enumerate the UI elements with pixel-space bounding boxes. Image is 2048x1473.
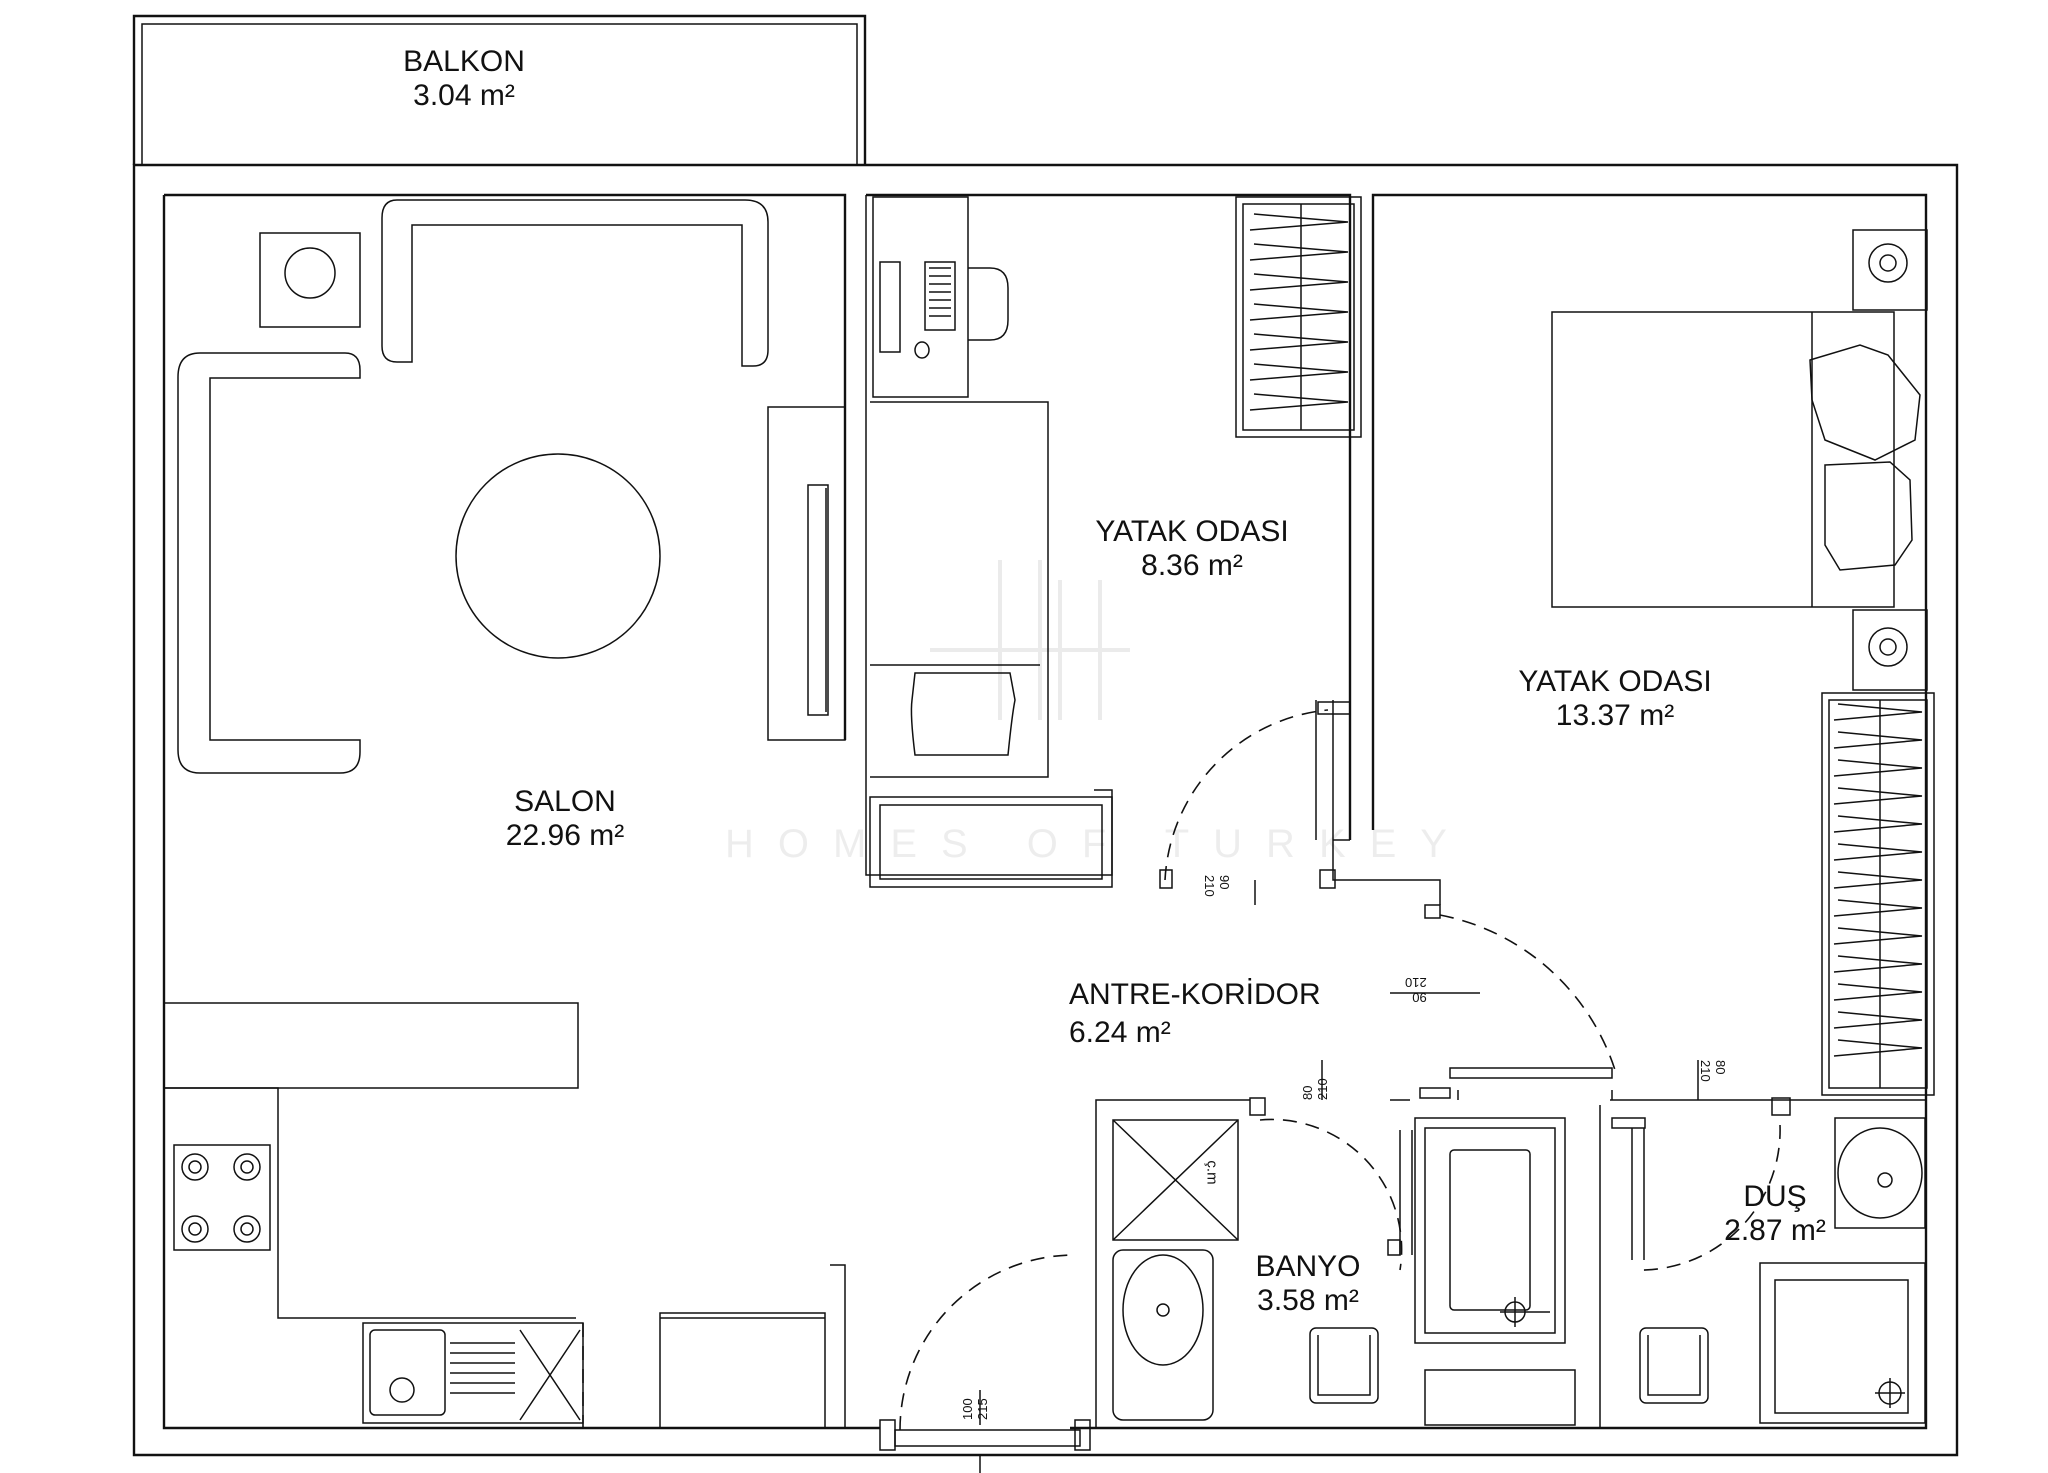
room-name: YATAK ODASI bbox=[1518, 665, 1712, 698]
hanger bbox=[1833, 787, 1923, 805]
room-name: BANYO bbox=[1255, 1250, 1361, 1283]
dimension-width: 90 bbox=[1217, 875, 1232, 890]
room-area: 3.04 m² bbox=[413, 79, 515, 112]
room-label-balkon: BALKON 3.04 m² bbox=[403, 45, 525, 113]
room-area: 6.24 m² bbox=[1069, 1016, 1171, 1049]
hanger bbox=[1833, 1011, 1923, 1029]
salon-furniture bbox=[177, 199, 846, 774]
dimension-height: 210 bbox=[1315, 1078, 1330, 1100]
room-area: 2.87 m² bbox=[1724, 1214, 1826, 1247]
room-label-banyo: BANYO 3.58 m² bbox=[1255, 1250, 1360, 1318]
hanger bbox=[1249, 303, 1349, 321]
kitchen bbox=[163, 1002, 846, 1430]
hanger bbox=[1833, 871, 1923, 889]
room-name: YATAK ODASI bbox=[1095, 515, 1289, 548]
dimension-width: 90 bbox=[1412, 990, 1427, 1005]
small-bedroom-furniture bbox=[869, 196, 1362, 888]
dimension-height: 210 bbox=[1405, 975, 1427, 990]
room-label-salon: SALON 22.96 m² bbox=[506, 785, 624, 853]
hanger bbox=[1833, 955, 1923, 973]
wardrobe-hangers bbox=[1249, 213, 1923, 1057]
room-area: 8.36 m² bbox=[1141, 549, 1243, 582]
hanger bbox=[1833, 983, 1923, 1001]
watermark-text: HOMES OF TURKEY bbox=[725, 822, 1471, 866]
bathroom-fixtures bbox=[1112, 1117, 1926, 1426]
outer-walls bbox=[132, 163, 1959, 1457]
room-name: BALKON bbox=[403, 45, 525, 78]
room-label-dus: DUŞ 2.87 m² bbox=[1724, 1180, 1826, 1248]
dimension-width: 100 bbox=[960, 1398, 975, 1420]
cm-label: ç.m bbox=[1203, 1160, 1221, 1185]
door-dimension: 80 210 bbox=[1300, 1050, 1330, 1100]
room-area: 22.96 m² bbox=[505, 819, 625, 852]
dimension-width: 80 bbox=[1713, 1060, 1728, 1075]
large-bedroom-furniture bbox=[1551, 229, 1935, 1096]
dimension-width: 80 bbox=[1300, 1085, 1315, 1100]
hanger bbox=[1833, 843, 1923, 861]
balcony-outline bbox=[132, 14, 867, 165]
hanger bbox=[1249, 243, 1349, 261]
room-label-antre-koridor: ANTRE-KORİDOR 6.24 m² bbox=[1069, 978, 1321, 1050]
watermark-logo bbox=[930, 560, 1130, 720]
hanger bbox=[1833, 815, 1923, 833]
door-dimension: 80 210 bbox=[1698, 1060, 1728, 1110]
hanger bbox=[1833, 703, 1923, 721]
hanger bbox=[1249, 273, 1349, 291]
room-label-yatak-odasi-small: YATAK ODASI 8.36 m² bbox=[1095, 515, 1288, 583]
room-area: 3.58 m² bbox=[1257, 1284, 1359, 1317]
dimension-height: 215 bbox=[975, 1398, 990, 1420]
room-name: ANTRE-KORİDOR bbox=[1069, 978, 1321, 1011]
hanger bbox=[1249, 333, 1349, 351]
hanger bbox=[1833, 1039, 1923, 1057]
room-label-yatak-odasi-large: YATAK ODASI 13.37 m² bbox=[1518, 665, 1711, 733]
room-name: DUŞ bbox=[1743, 1180, 1807, 1213]
dimension-height: 210 bbox=[1202, 875, 1217, 897]
door-dimension: 90 210 bbox=[1405, 975, 1427, 1005]
hanger bbox=[1833, 927, 1923, 945]
doors bbox=[879, 701, 1791, 1451]
hanger bbox=[1833, 899, 1923, 917]
door-dimension: 100 215 bbox=[960, 1370, 990, 1420]
dimension-lines bbox=[979, 880, 1699, 1473]
room-area: 13.37 m² bbox=[1555, 699, 1675, 732]
hanger bbox=[1249, 393, 1349, 411]
hanger bbox=[1833, 759, 1923, 777]
door-dimension: 90 210 bbox=[1202, 875, 1232, 925]
dimension-height: 210 bbox=[1698, 1060, 1713, 1082]
hanger bbox=[1249, 363, 1349, 381]
room-name: SALON bbox=[514, 785, 616, 818]
hanger bbox=[1833, 731, 1923, 749]
hanger bbox=[1249, 213, 1349, 231]
